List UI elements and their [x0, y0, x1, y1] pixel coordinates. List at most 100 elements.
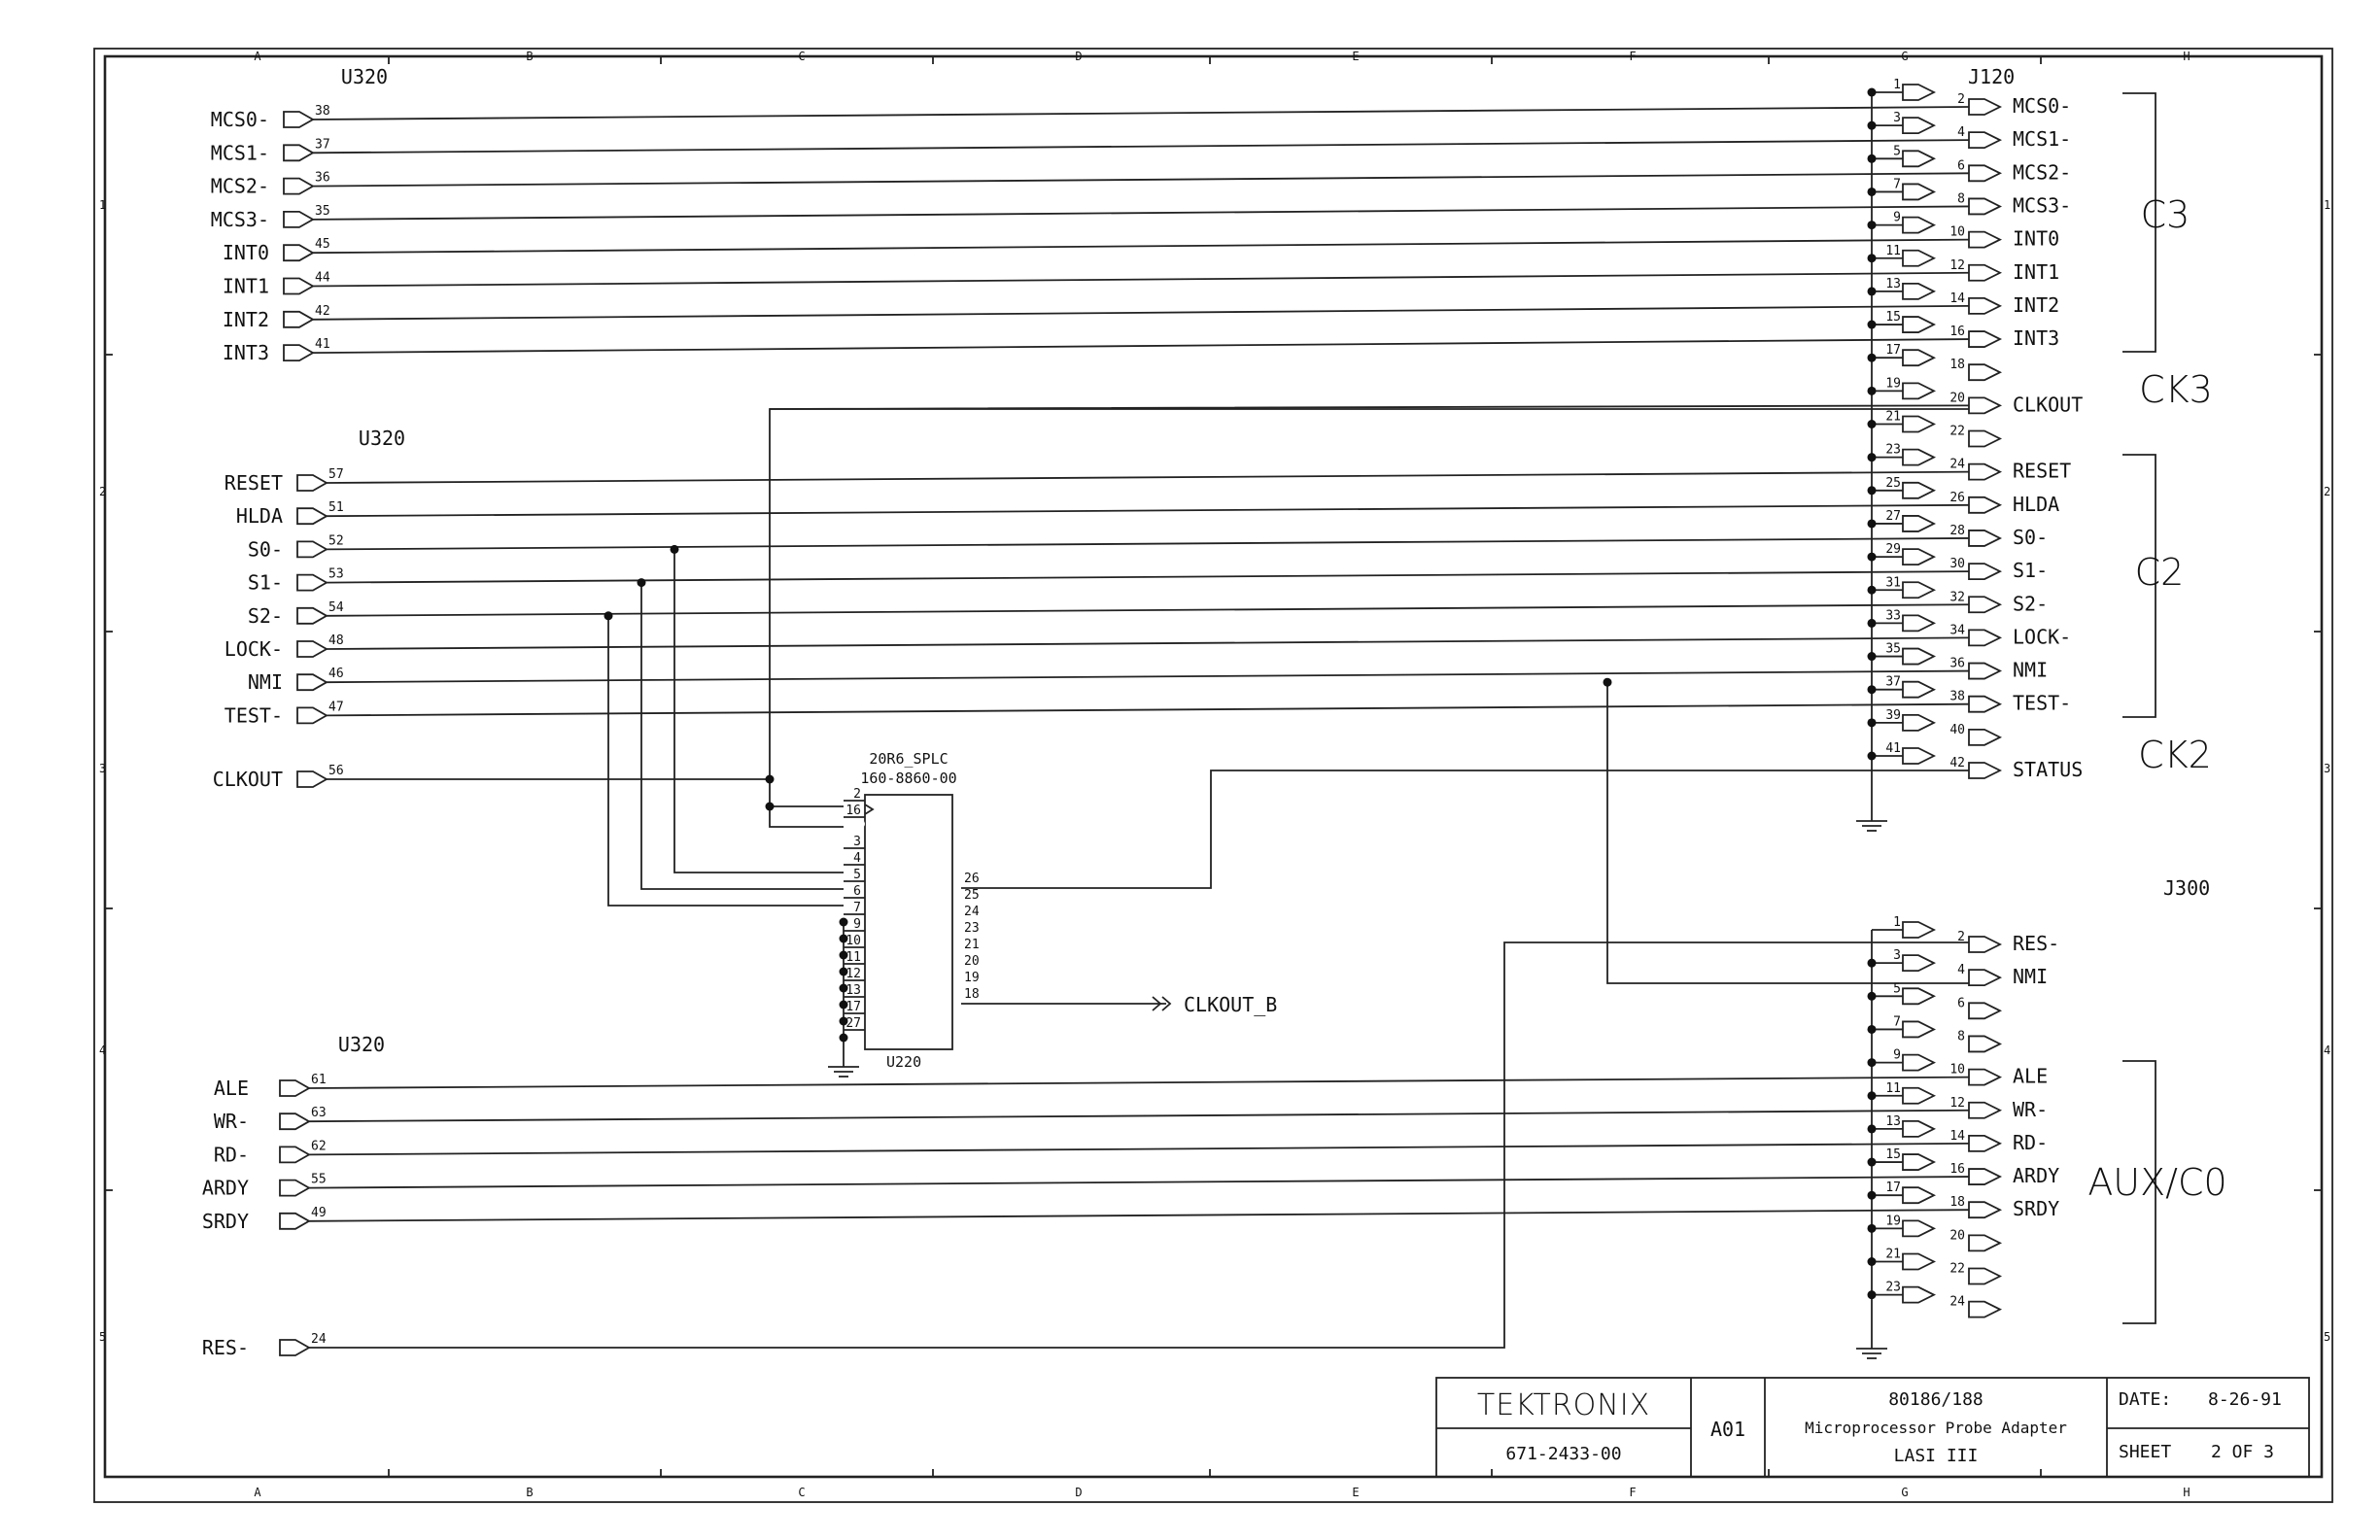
- j120-odd-connector: [1902, 216, 1937, 234]
- left-signal-label: ALE: [214, 1077, 249, 1100]
- left-signal-label: SRDY: [202, 1210, 249, 1233]
- grid-column-label-top: G: [1901, 50, 1908, 63]
- j120-odd-connector: [1902, 349, 1937, 367]
- j300-ground-junction: [1867, 1157, 1877, 1167]
- j120-ground-junction: [1867, 552, 1877, 562]
- left-signal-label: HLDA: [236, 504, 283, 528]
- left-pin-number: 63: [311, 1106, 327, 1120]
- signal-wire: [326, 702, 1970, 717]
- j300-even-connector: [1968, 1168, 2003, 1185]
- j120-even-connector: [1968, 396, 2003, 415]
- wires: [308, 91, 1970, 1349]
- pal-left-pin-number: 2: [853, 787, 861, 802]
- j120-even-connector: [1968, 530, 2003, 547]
- left-connector: [279, 1079, 311, 1097]
- j300-even-pin-number: 8: [1957, 1029, 1965, 1044]
- title-line-3: LASI III: [1894, 1446, 1979, 1466]
- j120-odd-pin-number: 41: [1885, 741, 1901, 756]
- j300-even-pin-number: 12: [1949, 1096, 1965, 1111]
- j120-ground-junction: [1867, 420, 1877, 428]
- j300-even-pin-number: 14: [1949, 1129, 1965, 1144]
- company-name: TEKTRONIX: [1477, 1388, 1650, 1422]
- j120-odd-connector: [1902, 680, 1937, 699]
- arrow-icon: [1152, 996, 1162, 1011]
- j300-even-connector: [1968, 1267, 2003, 1285]
- left-connector: [279, 1339, 311, 1356]
- j120-signal-label: INT0: [2013, 227, 2059, 251]
- j300-even-connector: [1968, 1035, 2003, 1053]
- signal-wire: [326, 537, 1970, 551]
- j300-even-pin-number: 16: [1949, 1162, 1965, 1177]
- j300-odd-pin-number: 15: [1885, 1147, 1901, 1162]
- j120-even-connector: [1968, 230, 2003, 249]
- j300-even-pin-number: 18: [1949, 1195, 1965, 1210]
- pal-left-pin-number: 16: [845, 804, 861, 818]
- pal-clock-wire: [769, 779, 844, 807]
- left-connector: [296, 640, 328, 658]
- pal-right-pin-number: 25: [964, 888, 980, 903]
- pal-ground-junction: [839, 917, 848, 927]
- j120-even-pin-number: 16: [1949, 325, 1965, 339]
- pal-left-pin-number: 10: [845, 934, 861, 948]
- signal-wire: [312, 305, 1970, 321]
- j120-even-connector: [1968, 197, 2003, 216]
- j300-signal-label: ALE: [2013, 1065, 2048, 1088]
- j120-even-pin-number: 24: [1949, 458, 1965, 472]
- j120-odd-connector: [1902, 581, 1937, 599]
- j120-odd-connector: [1902, 249, 1937, 267]
- pal-left-pin-number: 27: [845, 1016, 861, 1031]
- j300-ground-junction: [1867, 1290, 1877, 1300]
- j120-odd-pin-number: 31: [1885, 575, 1901, 590]
- j300-ground-junction: [1867, 1024, 1877, 1034]
- grid-row-label-left: 5: [99, 1330, 106, 1344]
- signal-wire: [308, 1209, 1970, 1222]
- j120-ground-junction: [1867, 87, 1877, 97]
- grid-row-label-left: 3: [99, 762, 106, 775]
- j120-ground-junction: [1867, 386, 1877, 395]
- signal-wire: [312, 271, 1970, 288]
- c3-brace: [2122, 92, 2156, 353]
- pal-left-pin-number: 13: [845, 983, 861, 998]
- j300-ground-junction: [1867, 1223, 1877, 1233]
- pal-ground-junction: [839, 1033, 848, 1043]
- j120-odd-connector: [1902, 117, 1937, 135]
- left-connector: [296, 507, 328, 526]
- grid-row-label-right: 3: [2324, 762, 2330, 775]
- j300-even-pin-number: 24: [1949, 1295, 1965, 1310]
- drawing-number: 671-2433-00: [1505, 1444, 1621, 1464]
- j120-even-pin-number: 2: [1957, 92, 1965, 107]
- signal-wire: [312, 106, 1970, 120]
- left-connector: [296, 474, 328, 492]
- j120-ground-junction: [1867, 154, 1877, 163]
- signal-wire: [308, 1109, 1970, 1123]
- grid-row-label-left: 4: [99, 1044, 106, 1057]
- signal-wire: [326, 503, 1970, 518]
- j120-ground-junction: [1867, 254, 1877, 263]
- j120-even-connector: [1968, 263, 2003, 282]
- left-pin-number: 44: [315, 271, 330, 286]
- grid-column-label-top: F: [1629, 50, 1636, 63]
- j300-ground-junction: [1867, 1091, 1877, 1101]
- j120-odd-pin-number: 13: [1885, 277, 1901, 291]
- group-label-ck2: CK2: [2138, 734, 2212, 776]
- j120-even-pin-number: 6: [1957, 158, 1965, 173]
- j120-even-pin-number: 18: [1949, 358, 1965, 372]
- j300-odd-connector: [1902, 921, 1937, 939]
- left-pin-number: 53: [328, 567, 344, 582]
- group-label-c2: C2: [2135, 551, 2185, 594]
- j120-even-connector: [1968, 496, 2003, 514]
- j120-even-connector: [1968, 728, 2003, 746]
- group-label-aux-c0: AUX/C0: [2087, 1161, 2226, 1204]
- aux-brace: [2122, 1060, 2156, 1324]
- j120-signal-label: RESET: [2013, 460, 2071, 483]
- j120-ground-junction: [1867, 519, 1877, 529]
- j120-ground-junction: [1867, 685, 1877, 695]
- j120-signal-label: S1-: [2013, 559, 2048, 582]
- j300-odd-connector: [1902, 1153, 1937, 1171]
- j120-ground-junction: [1867, 618, 1877, 628]
- j120-ground-junction: [1867, 585, 1877, 595]
- j120-even-pin-number: 40: [1949, 723, 1965, 737]
- pal-left-pin-number: 6: [853, 884, 861, 899]
- j300-ground-junction: [1867, 991, 1877, 1001]
